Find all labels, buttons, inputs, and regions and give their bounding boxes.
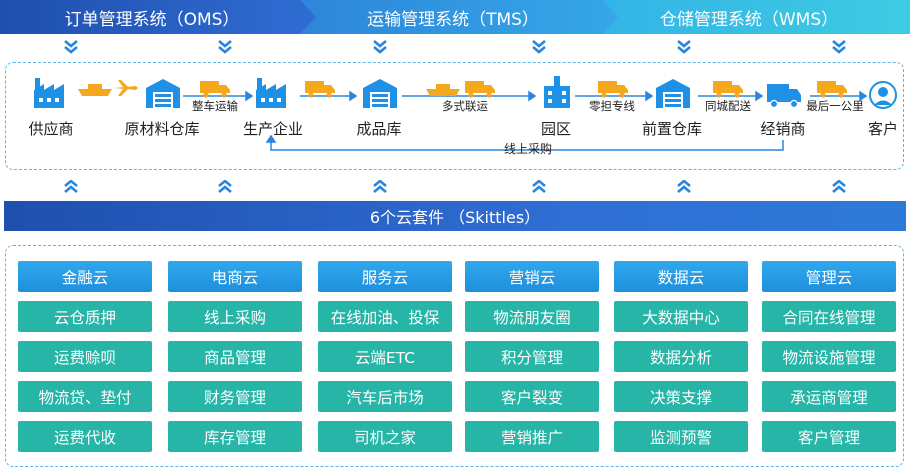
chevron-up-icon bbox=[217, 180, 233, 194]
cloud-item: 物流贷、垫付 bbox=[18, 381, 152, 412]
cloud-item: 商品管理 bbox=[168, 341, 302, 372]
factory-icon bbox=[32, 74, 72, 112]
cloud-suite-title: 6个云套件 （Skittles） bbox=[369, 208, 541, 227]
node-customer: 客户 bbox=[867, 120, 899, 138]
cloud-item: 汽车后市场 bbox=[318, 381, 452, 412]
chevron-up-icon bbox=[831, 180, 847, 194]
node-manufacturer: 生产企业 bbox=[242, 120, 304, 138]
cloud-item: 财务管理 bbox=[168, 381, 302, 412]
park-building-icon bbox=[540, 74, 574, 112]
cloud-item: 积分管理 bbox=[465, 341, 599, 372]
wms-banner: 仓储管理系统（WMS） bbox=[602, 0, 910, 34]
node-front-warehouse: 前置仓库 bbox=[641, 120, 703, 138]
chevron-up-icon bbox=[372, 180, 388, 194]
chevron-down-icon bbox=[676, 40, 692, 54]
tms-banner: 运输管理系统（TMS） bbox=[300, 0, 620, 34]
cloud-item: 司机之家 bbox=[318, 421, 452, 452]
cloud-column-ecommerce: 电商云 线上采购 商品管理 财务管理 库存管理 bbox=[168, 261, 302, 452]
cloud-item: 监测预警 bbox=[614, 421, 748, 452]
truck-icon bbox=[817, 80, 847, 102]
chevron-down-icon bbox=[372, 40, 388, 54]
cloud-item: 在线加油、投保 bbox=[318, 301, 452, 332]
cloud-column-service: 服务云 在线加油、投保 云端ETC 汽车后市场 司机之家 bbox=[318, 261, 452, 452]
chevron-up-icon bbox=[63, 180, 79, 194]
online-purchase-label: 线上采购 bbox=[503, 142, 553, 156]
tms-label: 运输管理系统（TMS） bbox=[367, 9, 539, 30]
cloud-item: 运费代收 bbox=[18, 421, 152, 452]
truck-icon bbox=[465, 80, 495, 102]
cloud-header: 管理云 bbox=[762, 261, 896, 292]
factory-icon bbox=[254, 74, 294, 112]
cloud-column-finance: 金融云 云仓质押 运费赊呗 物流贷、垫付 运费代收 bbox=[18, 261, 152, 452]
supply-chain-flow bbox=[5, 62, 904, 170]
warehouse-icon bbox=[655, 78, 691, 112]
cloud-header: 电商云 bbox=[168, 261, 302, 292]
cloud-item: 运费赊呗 bbox=[18, 341, 152, 372]
chevron-down-icon bbox=[831, 40, 847, 54]
node-supplier: 供应商 bbox=[28, 120, 74, 138]
truck-icon bbox=[305, 80, 335, 102]
cloud-header: 数据云 bbox=[614, 261, 748, 292]
cloud-item: 云端ETC bbox=[318, 341, 452, 372]
warehouse-icon bbox=[362, 78, 398, 112]
truck-icon bbox=[200, 80, 230, 102]
link-label: 最后一公里 bbox=[806, 99, 864, 113]
oms-label: 订单管理系统（OMS） bbox=[64, 9, 240, 30]
oms-banner: 订单管理系统（OMS） bbox=[0, 0, 318, 34]
node-dealer: 经销商 bbox=[760, 120, 806, 138]
cloud-item: 承运商管理 bbox=[762, 381, 896, 412]
cloud-item: 线上采购 bbox=[168, 301, 302, 332]
chevron-down-icon bbox=[63, 40, 79, 54]
customer-icon bbox=[868, 80, 898, 114]
cloud-header: 营销云 bbox=[465, 261, 599, 292]
cloud-header: 金融云 bbox=[18, 261, 152, 292]
cloud-item: 数据分析 bbox=[614, 341, 748, 372]
cloud-item: 决策支撑 bbox=[614, 381, 748, 412]
cloud-item: 客户管理 bbox=[762, 421, 896, 452]
node-finished-goods: 成品库 bbox=[356, 120, 402, 138]
cloud-item: 客户裂变 bbox=[465, 381, 599, 412]
wms-label: 仓储管理系统（WMS） bbox=[659, 9, 839, 30]
ship-icon bbox=[426, 82, 460, 101]
ship-icon bbox=[78, 82, 112, 101]
cloud-item: 合同在线管理 bbox=[762, 301, 896, 332]
link-label: 整车运输 bbox=[192, 99, 238, 113]
chevron-up-icon bbox=[676, 180, 692, 194]
chevron-down-icon bbox=[217, 40, 233, 54]
cloud-item: 物流朋友圈 bbox=[465, 301, 599, 332]
link-label: 同城配送 bbox=[705, 99, 751, 113]
airplane-icon bbox=[114, 80, 138, 100]
chevron-down-icon bbox=[531, 40, 547, 54]
truck-icon bbox=[598, 80, 628, 102]
node-raw-warehouse: 原材料仓库 bbox=[124, 120, 200, 138]
cloud-column-management: 管理云 合同在线管理 物流设施管理 承运商管理 客户管理 bbox=[762, 261, 896, 452]
cloud-item: 营销推广 bbox=[465, 421, 599, 452]
cloud-item: 库存管理 bbox=[168, 421, 302, 452]
delivery-van-icon bbox=[766, 80, 802, 112]
node-park: 园区 bbox=[540, 120, 572, 138]
link-label: 多式联运 bbox=[442, 99, 488, 113]
cloud-suite-bar: 6个云套件 （Skittles） bbox=[4, 201, 906, 231]
cloud-header: 服务云 bbox=[318, 261, 452, 292]
chevron-up-icon bbox=[531, 180, 547, 194]
cloud-item: 大数据中心 bbox=[614, 301, 748, 332]
cloud-grid bbox=[5, 245, 904, 467]
cloud-item: 云仓质押 bbox=[18, 301, 152, 332]
cloud-item: 物流设施管理 bbox=[762, 341, 896, 372]
warehouse-icon bbox=[145, 78, 181, 112]
cloud-column-data: 数据云 大数据中心 数据分析 决策支撑 监测预警 bbox=[614, 261, 748, 452]
link-label: 零担专线 bbox=[589, 99, 635, 113]
truck-icon bbox=[713, 80, 743, 102]
cloud-column-marketing: 营销云 物流朋友圈 积分管理 客户裂变 营销推广 bbox=[465, 261, 599, 452]
